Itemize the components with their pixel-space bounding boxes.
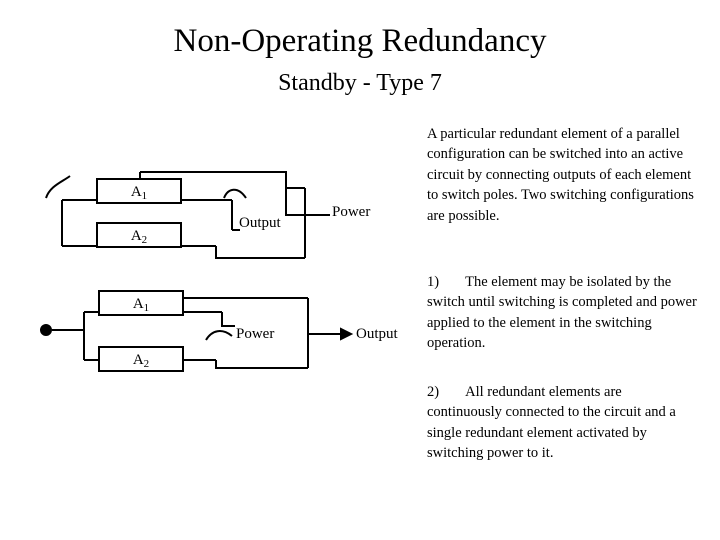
bottom-label-output: Output	[356, 326, 398, 342]
item-2-marker: 2)	[427, 384, 440, 400]
paragraph-item-1: 1)The element may be isolated by the swi…	[427, 272, 699, 354]
bottom-input-terminal	[40, 324, 52, 336]
paragraph-item-2: 2)All redundant elements are continuousl…	[427, 382, 699, 464]
item-2-text: All redundant elements are continuously …	[427, 384, 676, 462]
top-label-output: Output	[239, 215, 281, 231]
bottom-label-power: Power	[236, 326, 275, 342]
item-1-text: The element may be isolated by the switc…	[427, 274, 697, 352]
top-left-switch-arm	[45, 175, 71, 199]
item-1-marker: 1)	[427, 274, 440, 290]
bottom-block-a2-label: A2	[132, 352, 150, 370]
bottom-block-a1-label: A1	[132, 296, 150, 314]
top-block-a2: A2	[96, 222, 182, 248]
top-block-a2-label: A2	[130, 228, 148, 246]
top-label-power: Power	[332, 204, 371, 220]
bottom-output-arrow	[340, 327, 354, 341]
top-block-a1: A1	[96, 178, 182, 204]
page-subtitle: Standby - Type 7	[278, 70, 442, 96]
top-output-switch-curve	[223, 188, 247, 199]
top-power-lead	[285, 188, 330, 216]
bottom-power-switch-curve	[205, 330, 233, 341]
top-block-a1-label: A1	[130, 184, 148, 202]
bottom-a1-drop	[221, 312, 235, 327]
bottom-block-a2: A2	[98, 346, 184, 372]
bottom-block-a1: A1	[98, 290, 184, 316]
paragraph-intro: A particular redundant element of a para…	[427, 126, 694, 224]
top-a2-return	[215, 246, 305, 259]
page-title: Non-Operating Redundancy	[173, 23, 547, 59]
bottom-a2-return	[215, 360, 308, 369]
